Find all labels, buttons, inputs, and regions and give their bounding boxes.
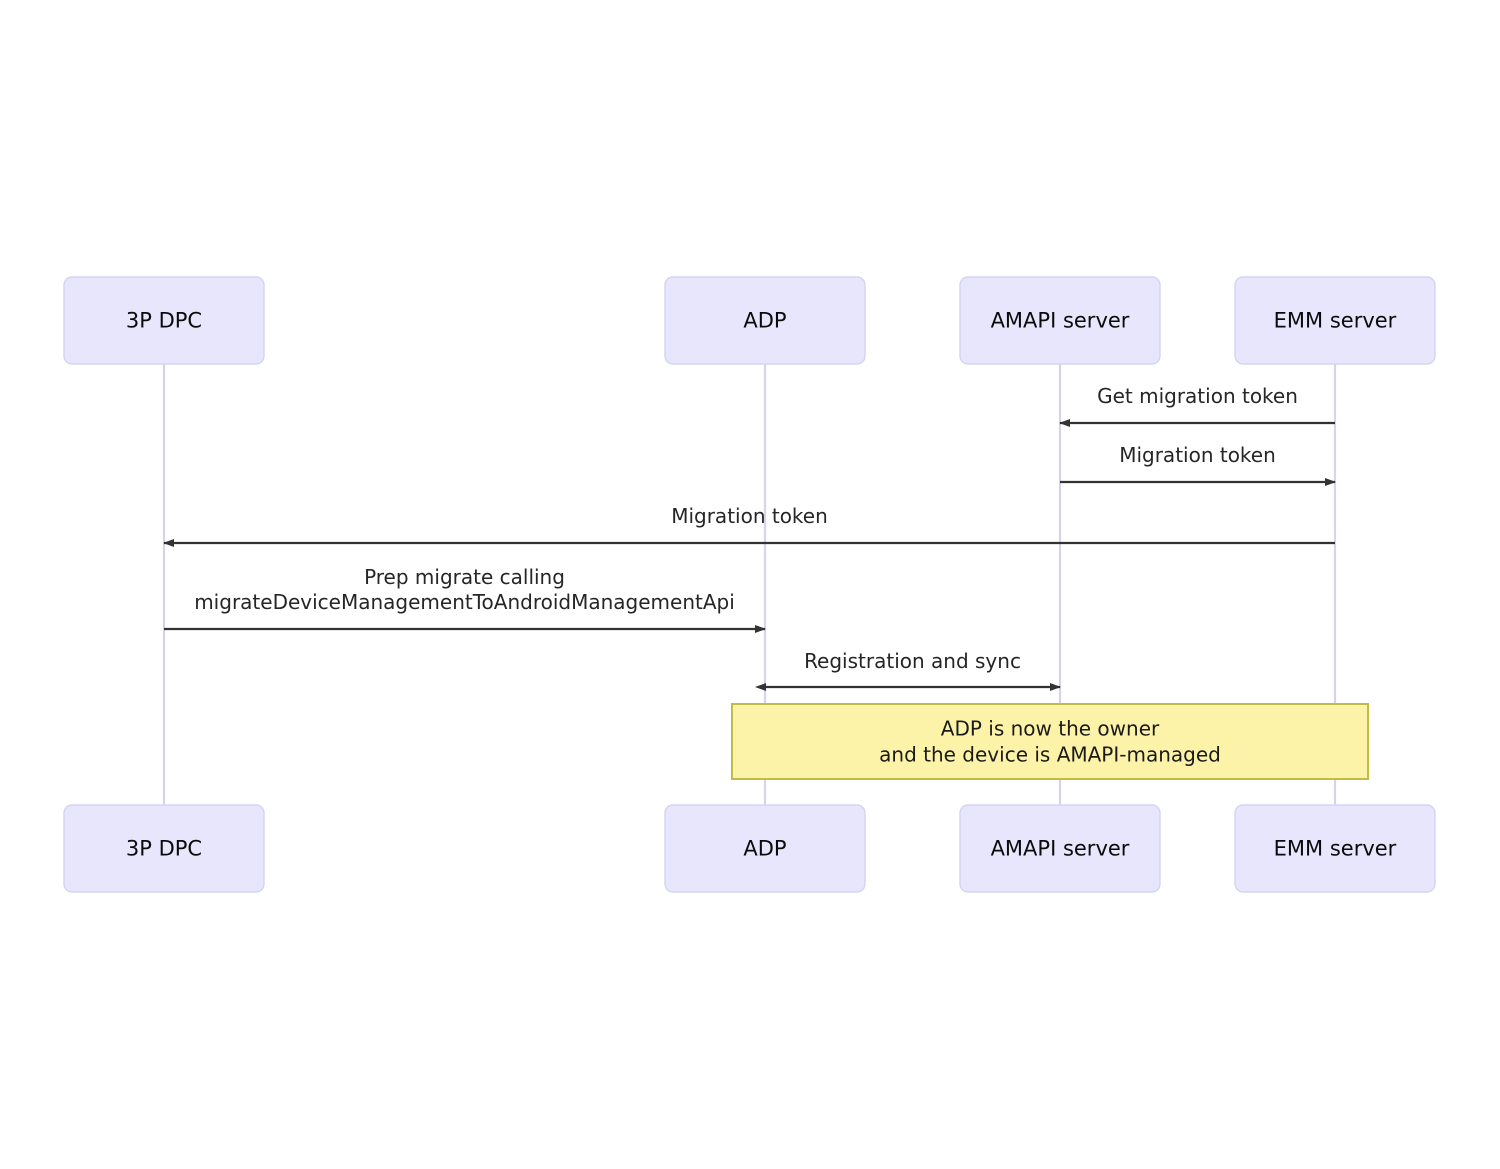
actor-box-rect xyxy=(959,804,1161,893)
actor-label-amapi: AMAPI server xyxy=(991,837,1130,861)
actor-box-rect xyxy=(959,276,1161,365)
actor-label-emm: EMM server xyxy=(1274,309,1397,333)
message-m4[interactable]: Prep migrate callingmigrateDeviceManagem… xyxy=(164,565,766,633)
actor-amapi-bottom[interactable]: AMAPI server xyxy=(959,804,1161,893)
message-label-m2-line1: Migration token xyxy=(1119,443,1276,467)
actor-label-adp: ADP xyxy=(743,309,786,333)
actor-adp-bottom[interactable]: ADP xyxy=(664,804,866,893)
actor-emm-bottom[interactable]: EMM server xyxy=(1234,804,1436,893)
actor-label-dpc: 3P DPC xyxy=(126,837,202,861)
message-label-m3-line1: Migration token xyxy=(671,504,828,528)
message-label-m5-line1: Registration and sync xyxy=(804,649,1021,673)
note-text-line2: and the device is AMAPI-managed xyxy=(879,743,1221,767)
actor-box-rect xyxy=(63,804,265,893)
message-label-m4-line1: Prep migrate calling xyxy=(364,565,565,589)
message-label-m1-line1: Get migration token xyxy=(1097,384,1298,408)
actor-dpc-bottom[interactable]: 3P DPC xyxy=(63,804,265,893)
actor-label-emm: EMM server xyxy=(1274,837,1397,861)
actor-label-dpc: 3P DPC xyxy=(126,309,202,333)
actor-box-rect xyxy=(1234,276,1436,365)
message-m2[interactable]: Migration token xyxy=(1060,443,1336,486)
actor-label-adp: ADP xyxy=(743,837,786,861)
message-m3[interactable]: Migration token xyxy=(163,504,1335,547)
note-box xyxy=(731,703,1369,780)
actor-box-rect xyxy=(1234,804,1436,893)
note-text-line1: ADP is now the owner xyxy=(941,717,1160,741)
actor-box-rect xyxy=(63,276,265,365)
actor-box-rect xyxy=(664,276,866,365)
actor-label-amapi: AMAPI server xyxy=(991,309,1130,333)
actor-emm-top[interactable]: EMM server xyxy=(1234,276,1436,365)
actor-dpc-top[interactable]: 3P DPC xyxy=(63,276,265,365)
message-label-m4-line2: migrateDeviceManagementToAndroidManageme… xyxy=(194,590,735,614)
message-m5[interactable]: Registration and sync xyxy=(755,649,1061,691)
actor-adp-top[interactable]: ADP xyxy=(664,276,866,365)
actor-box-rect xyxy=(664,804,866,893)
message-m1[interactable]: Get migration token xyxy=(1059,384,1335,427)
actor-amapi-top[interactable]: AMAPI server xyxy=(959,276,1161,365)
